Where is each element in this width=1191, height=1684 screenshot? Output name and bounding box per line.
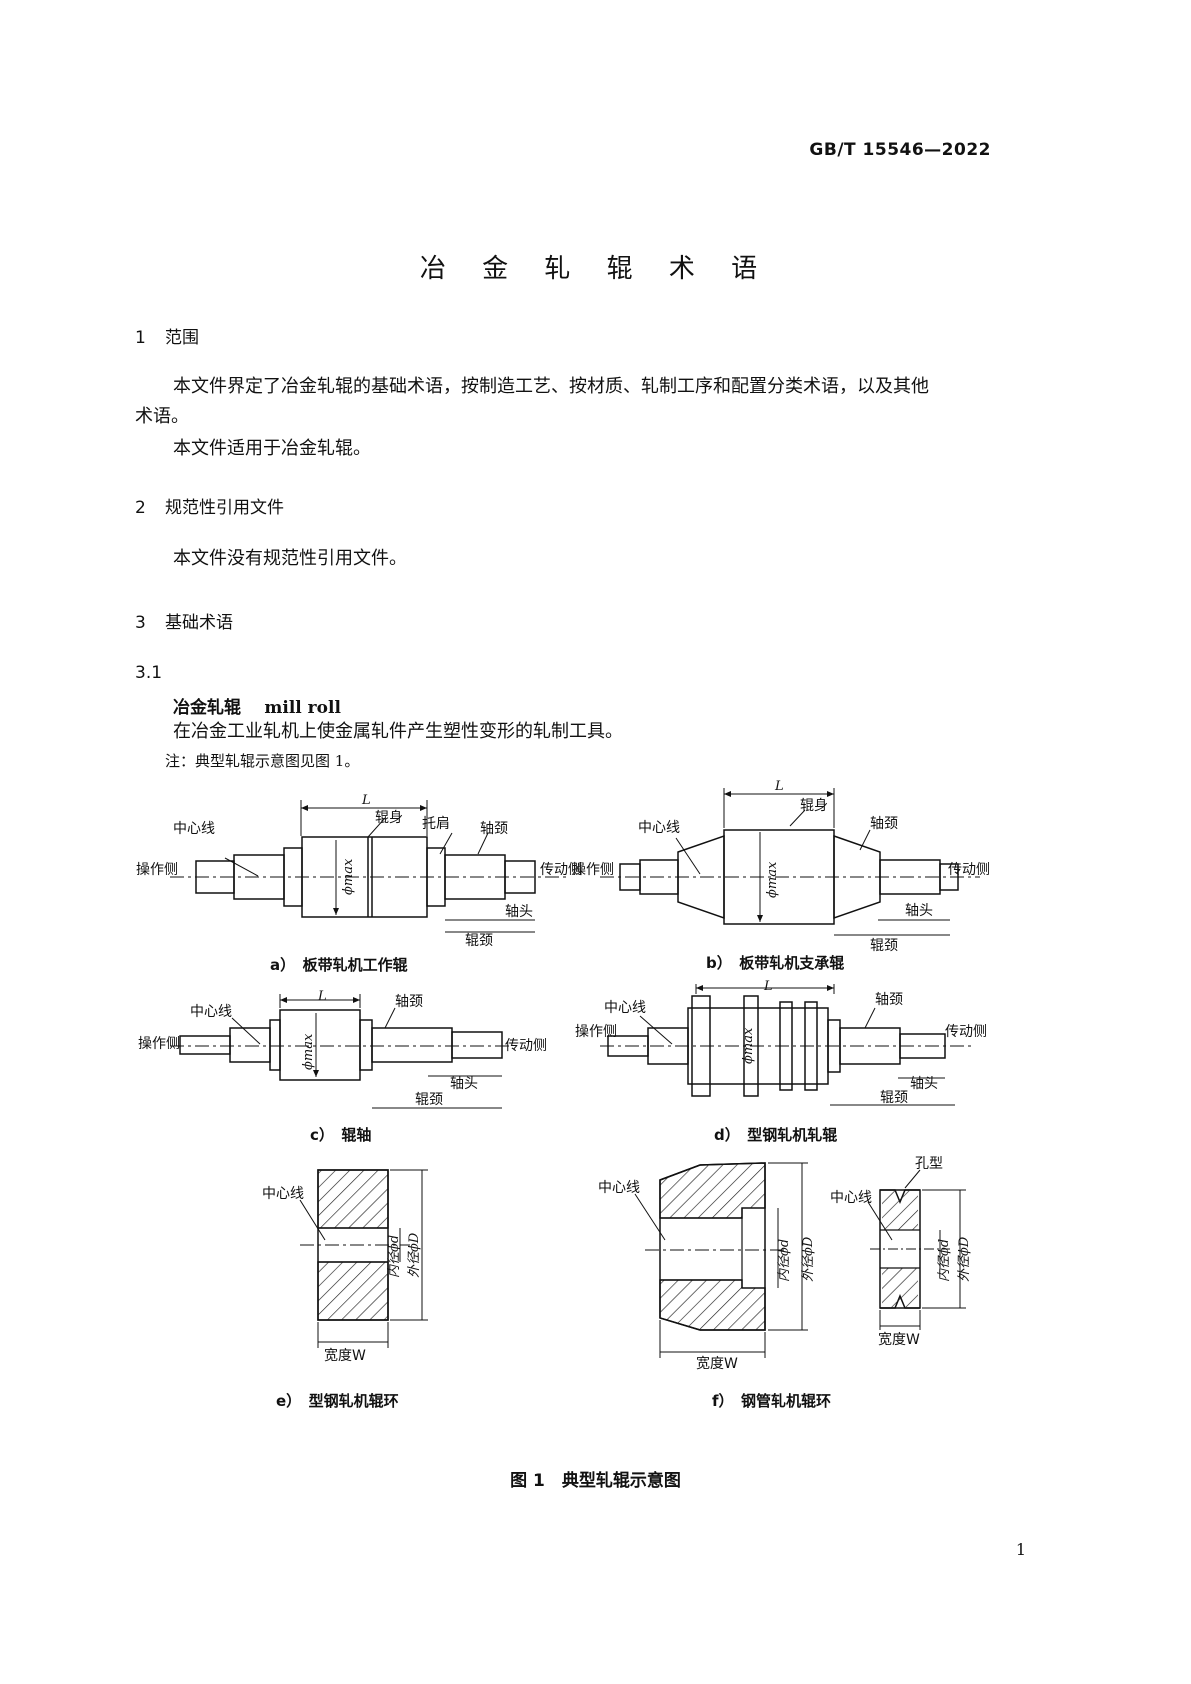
label-center-line: 中心线	[598, 1180, 640, 1196]
label-drive-side: 传动侧	[948, 862, 990, 878]
label-journal: 轴颈	[395, 994, 423, 1010]
label-phimax: ϕmax	[741, 1027, 756, 1064]
label-inner-diameter: 内径ϕd	[387, 1235, 402, 1278]
label-journal: 轴颈	[480, 821, 508, 837]
document-title: 冶 金 轧 辊 术 语	[419, 254, 772, 284]
label-inner-diameter: 内径ϕd	[777, 1239, 792, 1282]
term-number: 3.1	[135, 663, 163, 683]
ring-e-drawing	[299, 1169, 428, 1348]
label-shaft-head: 轴头	[910, 1076, 938, 1092]
term-zh: 冶金轧辊	[173, 698, 241, 718]
section-2-heading: 2 规范性引用文件	[135, 493, 284, 518]
label-shaft-head: 轴头	[905, 903, 933, 919]
section-3-heading: 3 基础术语	[135, 608, 233, 633]
label-neck: 辊颈	[870, 938, 898, 954]
subcaption-d: d） 型钢轧机轧辊	[714, 1126, 837, 1144]
paragraph: 术语。	[135, 406, 189, 427]
label-center-line: 中心线	[190, 1004, 232, 1020]
subcaption-a: a） 板带轧机工作辊	[270, 956, 408, 974]
subcaption-c: c） 辊轴	[310, 1126, 371, 1144]
label-L: L	[763, 979, 773, 994]
paragraph: 本文件没有规范性引用文件。	[173, 548, 407, 569]
page-number: 1	[1015, 1540, 1026, 1559]
label-outer-diameter: 外径ϕD	[801, 1236, 816, 1282]
label-width: 宽度W	[878, 1331, 920, 1348]
term-note: 注：典型轧辊示意图见图 1。	[165, 752, 360, 770]
label-width: 宽度W	[696, 1355, 738, 1372]
section-title: 规范性引用文件	[165, 498, 284, 518]
section-number: 2	[135, 498, 146, 518]
section-title: 范围	[165, 328, 199, 348]
label-phimax: ϕmax	[765, 861, 780, 898]
label-groove: 孔型	[915, 1156, 943, 1172]
label-operate-side: 操作侧	[136, 862, 178, 878]
label-neck: 辊颈	[880, 1090, 908, 1106]
paragraph: 本文件界定了冶金轧辊的基础术语，按制造工艺、按材质、轧制工序和配置分类术语，以及…	[173, 376, 929, 397]
label-operate-side: 操作侧	[572, 862, 614, 878]
roll-a-drawing	[170, 800, 570, 933]
label-operate-side: 操作侧	[575, 1024, 617, 1040]
label-body: 辊身	[375, 810, 403, 826]
label-neck: 辊颈	[465, 933, 493, 949]
section-title: 基础术语	[165, 613, 233, 633]
label-drive-side: 传动侧	[540, 862, 582, 878]
roll-d-drawing	[600, 984, 975, 1106]
label-outer-diameter: 外径ϕD	[407, 1232, 422, 1278]
standard-code: GB/T 15546—2022	[809, 140, 991, 160]
label-journal: 轴颈	[875, 992, 903, 1008]
label-phimax: ϕmax	[341, 858, 356, 895]
label-operate-side: 操作侧	[138, 1036, 180, 1052]
subcaption-f: f） 钢管轧机辊环	[712, 1392, 831, 1410]
section-number: 1	[135, 328, 146, 348]
section-number: 3	[135, 613, 146, 633]
section-1-heading: 1 范围	[135, 323, 199, 348]
ring-f-drawing	[634, 1162, 966, 1358]
label-shoulder: 托肩	[422, 816, 450, 832]
roll-c-drawing	[170, 994, 510, 1109]
label-inner-diameter: 内径ϕd	[937, 1239, 952, 1282]
label-shaft-head: 轴头	[505, 904, 533, 920]
paragraph: 本文件适用于冶金轧辊。	[173, 438, 371, 459]
term-definition: 在冶金工业轧机上使金属轧件产生塑性变形的轧制工具。	[173, 721, 623, 742]
label-L: L	[361, 793, 371, 808]
label-phimax: ϕmax	[301, 1033, 316, 1070]
roll-b-drawing	[600, 788, 980, 936]
term-title: 冶金轧辊 mill roll	[173, 693, 341, 718]
label-width: 宽度W	[324, 1347, 366, 1364]
label-L: L	[774, 779, 784, 794]
figure-caption: 图 1 典型轧辊示意图	[510, 1471, 681, 1491]
figure-typical-rolls: 中心线 操作侧 传动侧 辊身 L 托肩 轴颈 轴头 辊颈 ϕmax a） 板带轧…	[136, 779, 990, 1410]
label-journal: 轴颈	[870, 816, 898, 832]
label-shaft-head: 轴头	[450, 1076, 478, 1092]
term-en: mill roll	[264, 698, 341, 718]
label-neck: 辊颈	[415, 1092, 443, 1108]
label-center-line: 中心线	[262, 1186, 304, 1202]
label-body: 辊身	[800, 798, 828, 814]
subcaption-e: e） 型钢轧机辊环	[276, 1392, 399, 1410]
label-center-line: 中心线	[173, 821, 215, 837]
label-L: L	[317, 989, 327, 1004]
label-drive-side: 传动侧	[505, 1038, 547, 1054]
label-center-line: 中心线	[604, 1000, 646, 1016]
label-outer-diameter: 外径ϕD	[957, 1236, 972, 1282]
label-drive-side: 传动侧	[945, 1024, 987, 1040]
subcaption-b: b） 板带轧机支承辊	[706, 954, 844, 972]
label-center-line: 中心线	[830, 1190, 872, 1206]
label-center-line: 中心线	[638, 820, 680, 836]
